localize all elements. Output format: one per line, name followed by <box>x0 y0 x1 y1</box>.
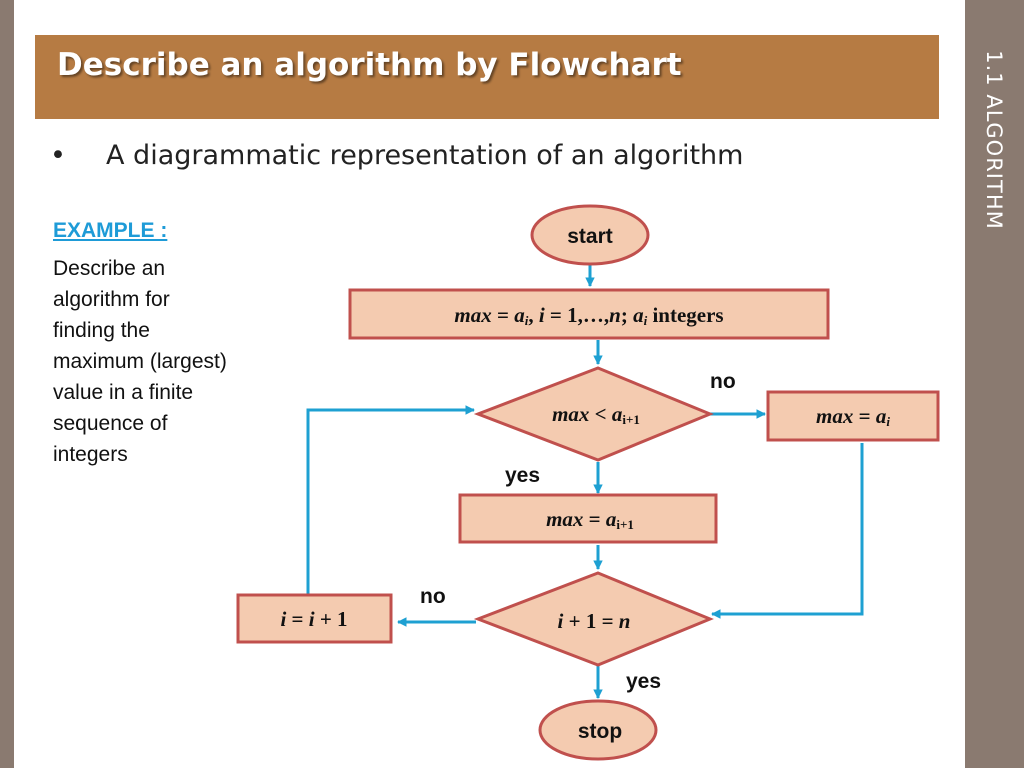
decision1-yes-label: yes <box>505 464 540 487</box>
example-heading: EXAMPLE : <box>53 219 168 242</box>
decision-max-lt-next: max < ai+1 <box>473 366 714 462</box>
init-label: max = ai, i = 1,…,n; ai integers <box>454 303 723 328</box>
decision2-no-label: no <box>420 585 446 608</box>
arrow-loop-back <box>306 405 475 595</box>
assign-max-next-box: max = ai+1 <box>458 493 718 544</box>
decision2-label: i + 1 = n <box>558 609 631 633</box>
assign-max-ai-box: max = ai <box>766 390 940 442</box>
stop-node: stop <box>538 699 658 761</box>
start-label: start <box>567 225 613 248</box>
bullet-text: A diagrammatic representation of an algo… <box>106 140 744 171</box>
init-process-box: max = ai, i = 1,…,n; ai integers <box>348 288 830 340</box>
assign-yes-label: max = ai+1 <box>546 507 634 532</box>
title-bar: Describe an algorithm by Flowchart <box>35 35 939 119</box>
increment-label: i = i + 1 <box>280 607 347 631</box>
bullet-dot: • <box>50 140 66 171</box>
section-side-tab <box>965 0 1024 768</box>
arrow-noassign-to-decision2 <box>711 443 864 619</box>
start-node: start <box>530 204 650 266</box>
slide-title: Describe an algorithm by Flowchart <box>57 47 682 83</box>
decision2-yes-label: yes <box>626 670 661 693</box>
decision-i-plus-1-eq-n: i + 1 = n <box>473 571 714 667</box>
stop-label: stop <box>578 720 622 743</box>
slide-canvas <box>14 0 965 768</box>
example-description: Describe an algorithm for finding the ma… <box>53 257 227 466</box>
assign-no-label: max = ai <box>816 404 890 429</box>
flow-connectors <box>306 264 864 699</box>
increment-i-box: i = i + 1 <box>236 593 393 644</box>
decision1-no-label: no <box>710 370 736 393</box>
decision1-label: max < ai+1 <box>552 402 640 427</box>
